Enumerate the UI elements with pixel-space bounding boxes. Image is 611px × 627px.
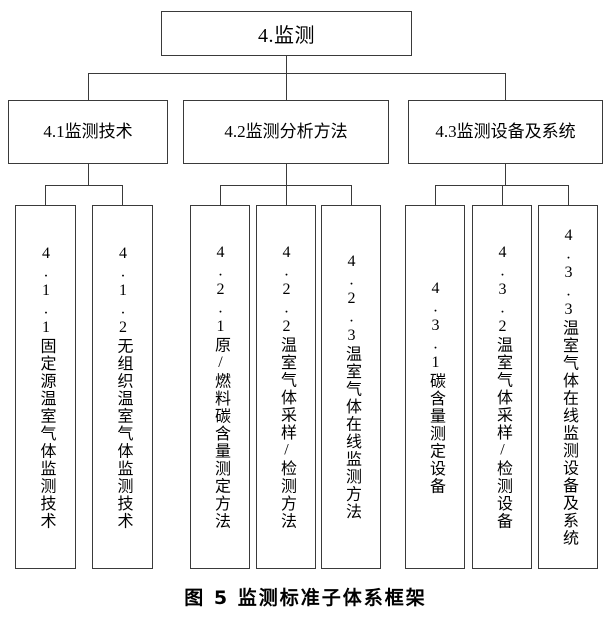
connector-stem-4-3 bbox=[505, 164, 506, 185]
node-4-1-2-label: 4.1.2无组织温室气体监测技术 bbox=[114, 244, 132, 530]
node-4-2-label: 4.2监测分析方法 bbox=[224, 122, 348, 142]
node-root-label: 4.监测 bbox=[258, 25, 315, 47]
node-4-2-2-ghg-sampling-detection-method[interactable]: 4.2.2温室气体采样/检测方法 bbox=[256, 205, 316, 569]
node-4-3-3-ghg-online-monitoring-equipment-and-system[interactable]: 4.3.3温室气体在线监测设备及系统 bbox=[538, 205, 598, 569]
connector-drop-level2-2 bbox=[286, 73, 287, 100]
connector-drop-level2-1 bbox=[88, 73, 89, 100]
connector-drop-4-2-3 bbox=[351, 185, 352, 205]
node-4-3-2-label: 4.3.2温室气体采样/检测设备 bbox=[494, 244, 511, 530]
node-4-3-2-ghg-sampling-detection-equipment[interactable]: 4.3.2温室气体采样/检测设备 bbox=[472, 205, 532, 569]
connector-drop-4-3-3 bbox=[568, 185, 569, 205]
connector-drop-4-1-1 bbox=[45, 185, 46, 205]
node-4-1-2-fugitive-ghg-monitoring-technology[interactable]: 4.1.2无组织温室气体监测技术 bbox=[92, 205, 153, 569]
connector-bus-4-1 bbox=[45, 185, 123, 186]
connector-drop-4-3-2 bbox=[502, 185, 503, 205]
connector-root-stem bbox=[286, 56, 287, 74]
node-4-2-1-raw-fuel-carbon-content-determination-method[interactable]: 4.2.1原/燃料碳含量测定方法 bbox=[190, 205, 250, 569]
node-4-2-3-ghg-online-monitoring-method[interactable]: 4.2.3温室气体在线监测方法 bbox=[321, 205, 381, 569]
node-4-3-label: 4.3监测设备及系统 bbox=[435, 122, 576, 142]
connector-stem-4-2 bbox=[286, 164, 287, 185]
node-4-2-3-label: 4.2.3温室气体在线监测方法 bbox=[343, 253, 360, 521]
node-4-2-1-label: 4.2.1原/燃料碳含量测定方法 bbox=[212, 244, 229, 530]
node-4-3-1-label: 4.3.1碳含量测定设备 bbox=[427, 279, 444, 495]
node-4-3-3-label: 4.3.3温室气体在线监测设备及系统 bbox=[560, 227, 577, 547]
connector-stem-4-1 bbox=[88, 164, 89, 185]
node-4-2-monitoring-analysis-method[interactable]: 4.2监测分析方法 bbox=[183, 100, 389, 164]
connector-drop-4-2-1 bbox=[220, 185, 221, 205]
node-4-3-1-carbon-content-determination-equipment[interactable]: 4.3.1碳含量测定设备 bbox=[405, 205, 465, 569]
node-root-4-monitoring[interactable]: 4.监测 bbox=[161, 11, 412, 56]
node-4-3-monitoring-equipment-system[interactable]: 4.3监测设备及系统 bbox=[408, 100, 603, 164]
node-4-1-monitoring-technology[interactable]: 4.1监测技术 bbox=[8, 100, 168, 164]
connector-drop-4-2-2 bbox=[286, 185, 287, 205]
node-4-2-2-label: 4.2.2温室气体采样/检测方法 bbox=[278, 244, 295, 530]
figure-caption: 图 5 监测标准子体系框架 bbox=[184, 587, 427, 609]
node-4-1-1-label: 4.1.1固定源温室气体监测技术 bbox=[37, 244, 55, 530]
connector-drop-4-3-1 bbox=[435, 185, 436, 205]
node-4-1-1-stationary-source-ghg-monitoring-technology[interactable]: 4.1.1固定源温室气体监测技术 bbox=[15, 205, 76, 569]
connector-drop-level2-3 bbox=[505, 73, 506, 100]
node-4-1-label: 4.1监测技术 bbox=[43, 122, 133, 142]
connector-level2-bus bbox=[88, 73, 506, 74]
connector-drop-4-1-2 bbox=[122, 185, 123, 205]
